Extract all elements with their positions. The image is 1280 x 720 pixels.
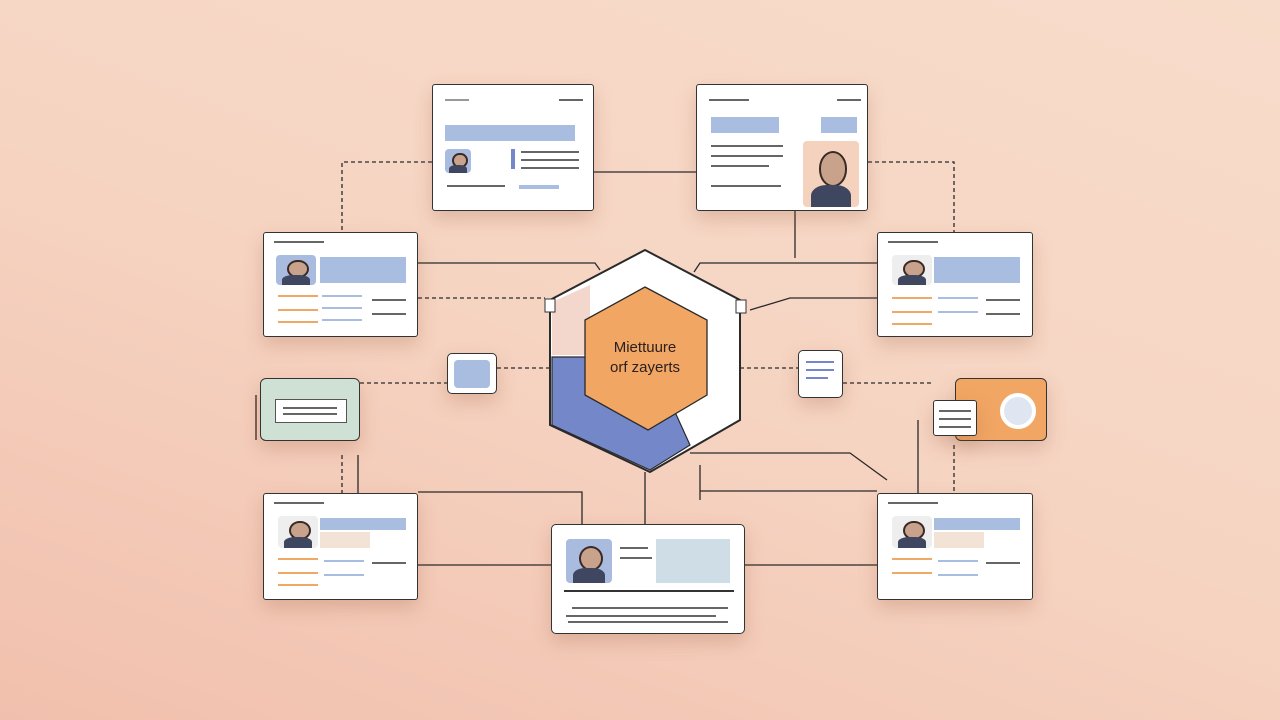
avatar — [892, 516, 932, 548]
center-title: Miettuure orf zayerts — [585, 338, 705, 378]
avatar — [566, 539, 612, 583]
profile-card-bottom-left[interactable] — [263, 493, 418, 600]
profile-card-right[interactable] — [877, 232, 1033, 337]
center-title-line2: orf zayerts — [609, 359, 681, 376]
profile-card-bottom-center[interactable] — [551, 524, 745, 634]
profile-card-top-left[interactable] — [432, 84, 594, 211]
avatar — [803, 141, 859, 207]
image-icon[interactable] — [447, 353, 497, 394]
profile-card-left[interactable] — [263, 232, 418, 337]
center-title-line1: Miettuure — [613, 339, 677, 356]
folder-icon[interactable] — [260, 378, 360, 441]
profile-card-bottom-right[interactable] — [877, 493, 1033, 600]
avatar — [276, 255, 316, 285]
profile-card-top-right[interactable] — [696, 84, 868, 211]
avatar — [892, 255, 932, 285]
avatar — [278, 516, 318, 548]
avatar — [445, 149, 471, 173]
document-icon[interactable] — [798, 350, 843, 398]
note-icon[interactable] — [933, 400, 977, 436]
